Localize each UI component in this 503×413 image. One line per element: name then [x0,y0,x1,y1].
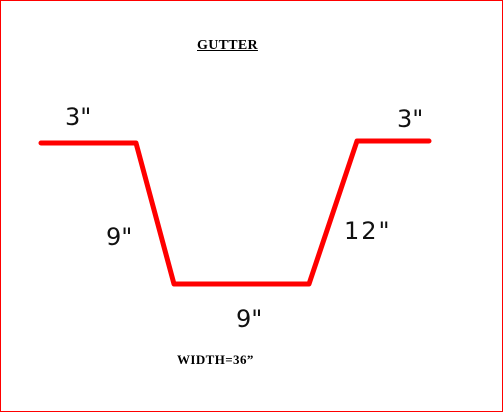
bottom-dimension: 9" [236,305,263,333]
diagram-title: GUTTER [197,38,258,53]
right-side-dimension: 12" [344,217,392,245]
right-flange-dimension: 3" [397,105,424,133]
gutter-profile-line [38,138,432,287]
left-side-dimension: 9" [106,223,133,251]
width-note: WIDTH=36” [177,352,254,367]
left-flange-dimension: 3" [65,103,92,131]
